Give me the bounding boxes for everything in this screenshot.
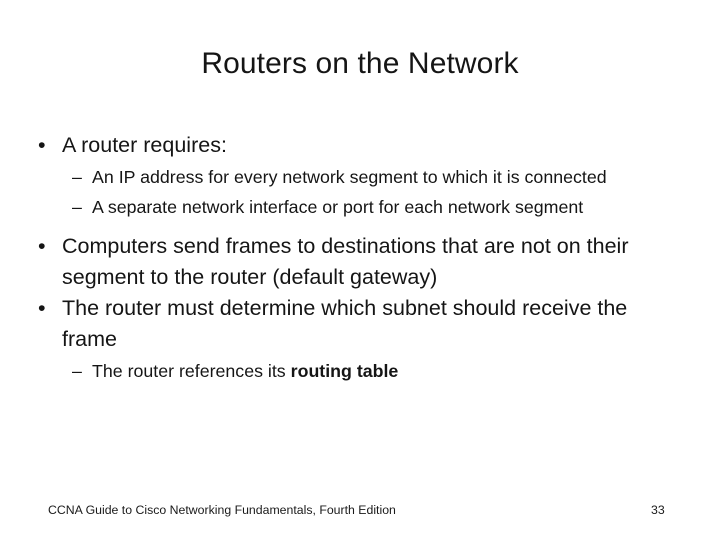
slide-body: • A router requires: – An IP address for… — [36, 130, 684, 388]
page-title: Routers on the Network — [201, 47, 519, 80]
list-item: • The router must determine which subnet… — [36, 293, 684, 386]
bullet-list-level-2: – The router references its routing tabl… — [62, 356, 684, 386]
bullet-marker-icon: • — [38, 296, 46, 320]
list-item: • Computers send frames to destinations … — [36, 231, 684, 293]
page-number: 33 — [651, 503, 665, 517]
list-item: • A router requires: – An IP address for… — [36, 130, 684, 222]
list-item-label: A router requires: — [62, 133, 227, 157]
dash-marker-icon: – — [72, 361, 82, 381]
bullet-marker-icon: • — [38, 133, 46, 157]
spacer — [36, 224, 684, 231]
list-item-text-plain: The router references its — [92, 361, 291, 381]
bullet-list-level-1: • A router requires: – An IP address for… — [36, 130, 684, 386]
list-item-label: Computers send frames to destinations th… — [62, 234, 629, 289]
routing-table-emphasis: routing table — [290, 361, 399, 381]
dash-marker-icon: – — [72, 197, 82, 217]
list-item: – The router references its routing tabl… — [72, 356, 684, 386]
bullet-marker-icon: • — [38, 234, 46, 258]
slide-footer: CCNA Guide to Cisco Networking Fundament… — [0, 500, 720, 520]
list-item: – An IP address for every network segmen… — [72, 162, 684, 192]
footer-source-text: CCNA Guide to Cisco Networking Fundament… — [48, 503, 396, 517]
list-item-label: An IP address for every network segment … — [92, 167, 607, 187]
list-item-label: The router must determine which subnet s… — [62, 296, 628, 351]
dash-marker-icon: – — [72, 167, 82, 187]
list-item: – A separate network interface or port f… — [72, 192, 684, 222]
list-item-label: The router references its routing table — [92, 356, 684, 386]
list-item-label: A separate network interface or port for… — [92, 197, 584, 217]
bullet-list-level-2: – An IP address for every network segmen… — [62, 162, 684, 222]
